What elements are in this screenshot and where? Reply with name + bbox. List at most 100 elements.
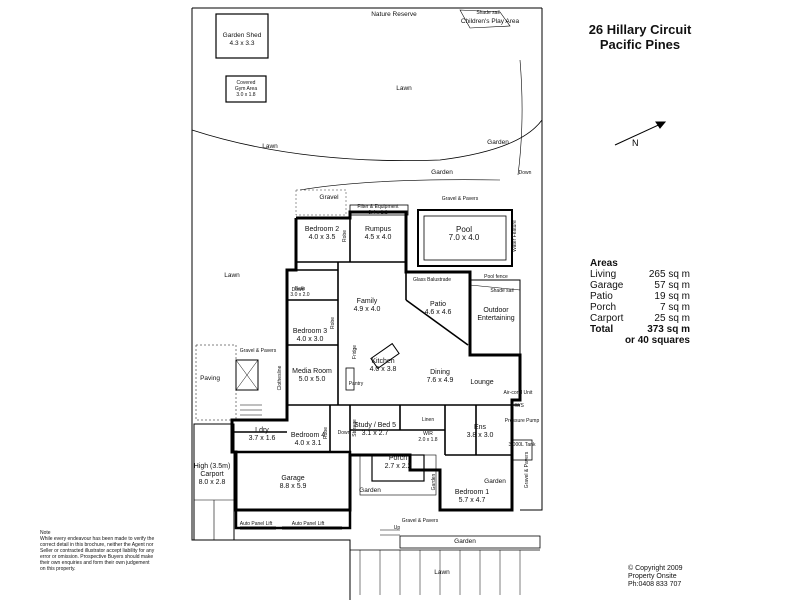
area-total-label: Total <box>590 324 614 335</box>
garden-label: Garden <box>431 169 453 176</box>
gravel-label: Gravel <box>319 194 339 201</box>
north-arrow-icon: N <box>614 121 667 148</box>
property-boundary-right <box>520 8 543 511</box>
svg-text:N: N <box>632 138 639 148</box>
room-size: 8.0 x 2.8 <box>198 479 226 486</box>
down-label: Down <box>337 430 351 436</box>
room-size: 5.0 x 5.0 <box>298 376 326 383</box>
down-label: Down <box>291 287 305 293</box>
area-value: 19 sq m <box>654 291 690 302</box>
room-size: 3.8 x 3.0 <box>466 432 494 439</box>
area-value: 265 sq m <box>648 269 690 280</box>
room-name: Ldry <box>255 427 269 434</box>
address-line2: Pacific Pines <box>599 37 681 52</box>
room-name: Bedroom 2 <box>304 226 340 233</box>
area-name: Patio <box>590 291 613 302</box>
nature-reserve-label: Nature Reserve <box>371 11 417 18</box>
room-size: 2.0 x 1.8 <box>418 437 438 443</box>
paving-label: Paving <box>200 375 220 382</box>
garden-shed-size: 4.3 x 3.3 <box>229 40 255 47</box>
lawn-label: Lawn <box>262 143 278 150</box>
tank-label: 3,000L Tank <box>508 442 536 448</box>
lawn-label: Lawn <box>224 272 240 279</box>
glass-balustrade-label: Glass Balustrade <box>412 277 452 283</box>
room-size: 4.0 x 3.1 <box>294 440 322 447</box>
room-size: 4.0 x 3.5 <box>308 234 336 241</box>
room-label: Lounge <box>470 379 493 387</box>
area-total-value: 373 sq m <box>647 324 690 335</box>
areas-total-row: Total 373 sq m <box>590 324 690 335</box>
robe-label: Robe <box>342 230 348 242</box>
address-line1: 26 Hillary Circuit <box>588 22 692 37</box>
gravel-pavers-label: Gravel & Pavers <box>524 451 530 489</box>
shade-sail-label: Shade sail <box>476 10 500 16</box>
water-feature-label: Water Feature <box>512 220 518 252</box>
room-name: Ens <box>473 424 487 431</box>
room-label: Outdoor Entertaining <box>470 307 522 323</box>
room-name: WIR <box>423 431 433 437</box>
room-name: Media Room <box>292 368 332 375</box>
down-label: Down <box>518 170 532 176</box>
pool-fence-label: Pool fence <box>484 274 508 280</box>
lawn-edge <box>191 119 543 162</box>
garden-label: Garden <box>487 139 509 146</box>
room-name: Bath <box>294 286 306 292</box>
pool-size: 7.0 x 4.0 <box>448 233 480 242</box>
room-name: Rumpus <box>364 226 392 233</box>
linen-label: Linen <box>421 417 435 423</box>
room-name: Bedroom 3 <box>292 328 328 335</box>
note-text: While every endeavour has been made to v… <box>40 536 155 572</box>
robe-label: Robe <box>330 317 336 329</box>
room-name: Kitchen <box>371 358 395 365</box>
company-phone: Ph:0408 833 707 <box>628 581 682 588</box>
room-size: 3.1 x 2.7 <box>361 430 389 437</box>
area-name: Carport <box>590 313 624 324</box>
areas-row: Patio 19 sq m <box>590 291 690 302</box>
copyright-text: © Copyright 2009 <box>628 565 683 572</box>
clothesline-label: Clothesline <box>277 365 283 391</box>
pressure-pump-label: Pressure Pump <box>504 418 540 424</box>
room-size: 4.6 x 4.6 <box>424 309 452 316</box>
room-size: 2.7 x 2.2 <box>384 463 412 470</box>
company-name: Property Onsite <box>628 573 677 580</box>
disclaimer-note: Note While every endeavour has been made… <box>40 530 155 572</box>
air-con-unit-label: Air-cond Unit <box>503 390 533 396</box>
area-name: Porch <box>590 302 617 313</box>
room-size: 3.7 x 1.6 <box>248 435 276 442</box>
covered-gym-label: Covered Gym Area 3.0 x 1.8 <box>235 80 257 98</box>
room-name: Lounge <box>470 379 494 386</box>
filter-size: 3.4 x 1.1 <box>368 210 388 216</box>
pool-name: Pool <box>455 225 472 234</box>
robe-label: Robe <box>323 427 329 439</box>
childrens-play-area-label: Children's Play Area <box>460 18 520 25</box>
room-name: Bedroom 1 <box>454 489 490 496</box>
pool <box>417 209 513 267</box>
room-name: Garage <box>281 475 305 482</box>
hws-label: HWS <box>512 403 524 409</box>
garden-label: Garden <box>454 538 476 545</box>
room-size: 4.9 x 4.0 <box>353 306 381 313</box>
areas-squares: or 40 squares <box>624 335 690 346</box>
room-size: 3.0 x 2.0 <box>290 292 310 298</box>
gym-size: 3.0 x 1.8 <box>236 92 256 98</box>
note-heading: Note <box>40 530 51 536</box>
gravel-pavers-label: Gravel & Pavers <box>441 196 479 202</box>
property-boundary <box>191 8 351 600</box>
room-name: Bedroom 4 <box>290 432 326 439</box>
garden-label: Garden <box>484 478 506 485</box>
